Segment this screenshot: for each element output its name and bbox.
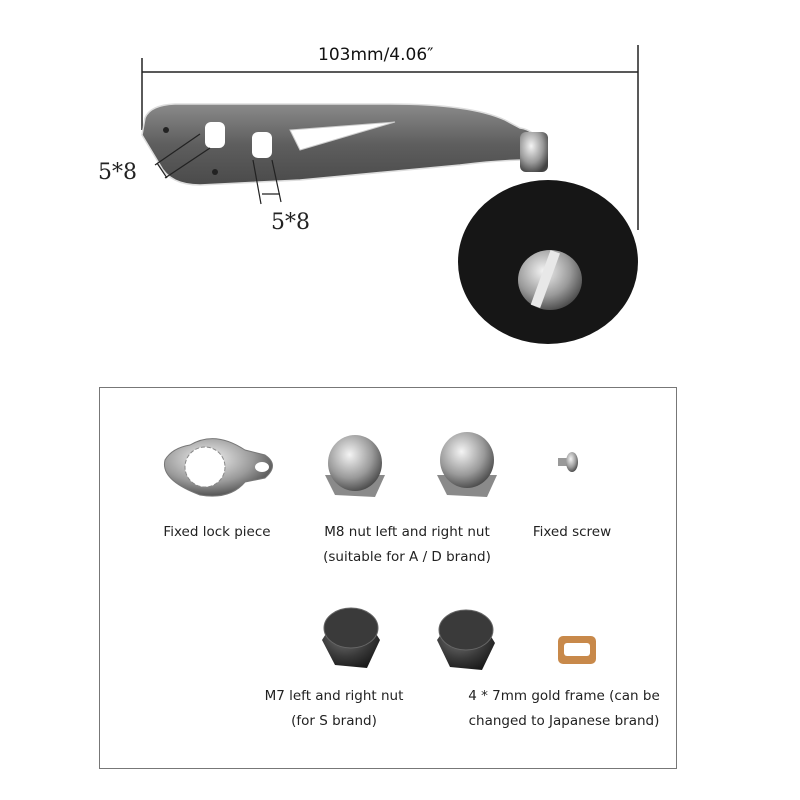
gold-frame-caption: 4 * 7mm gold frame (can be changed to Ja… [468,684,660,734]
dimension-line [141,45,639,230]
reel-knob [458,180,638,344]
overall-length-label: 103mm/4.06″ [318,45,434,65]
m7-nut-left-image [322,607,380,668]
caption-line: (suitable for A / D brand) [323,549,491,565]
lock-piece-caption: Fixed lock piece [163,520,270,545]
caption-line: Fixed lock piece [163,524,271,540]
lock-piece-image [163,438,273,497]
fixed-screw-caption: Fixed screw [533,520,611,545]
reel-handle-arm [141,103,548,186]
gold-frame-image [558,636,596,664]
hole-left-label: 5*8 [98,160,137,185]
hole-dimension-marks [154,133,282,205]
caption-line: M7 left and right nut [264,688,404,704]
accessories-box [99,387,677,769]
caption-line: 4 * 7mm gold frame (can be [468,688,660,704]
m7-nut-right-image [437,609,495,670]
m7-nuts-caption: M7 left and right nut (for S brand) [265,684,404,734]
m8-nut-left-image [325,435,385,497]
hole-right-label: 5*8 [271,210,310,235]
caption-line: M8 nut left and right nut [324,524,490,540]
caption-line: (for S brand) [291,713,377,729]
m8-nuts-caption: M8 nut left and right nut (suitable for … [323,520,491,570]
fixed-screw-image [558,452,578,472]
caption-line: Fixed screw [532,524,612,540]
caption-line: changed to Japanese brand) [468,713,660,729]
m8-nut-right-image [437,432,497,497]
